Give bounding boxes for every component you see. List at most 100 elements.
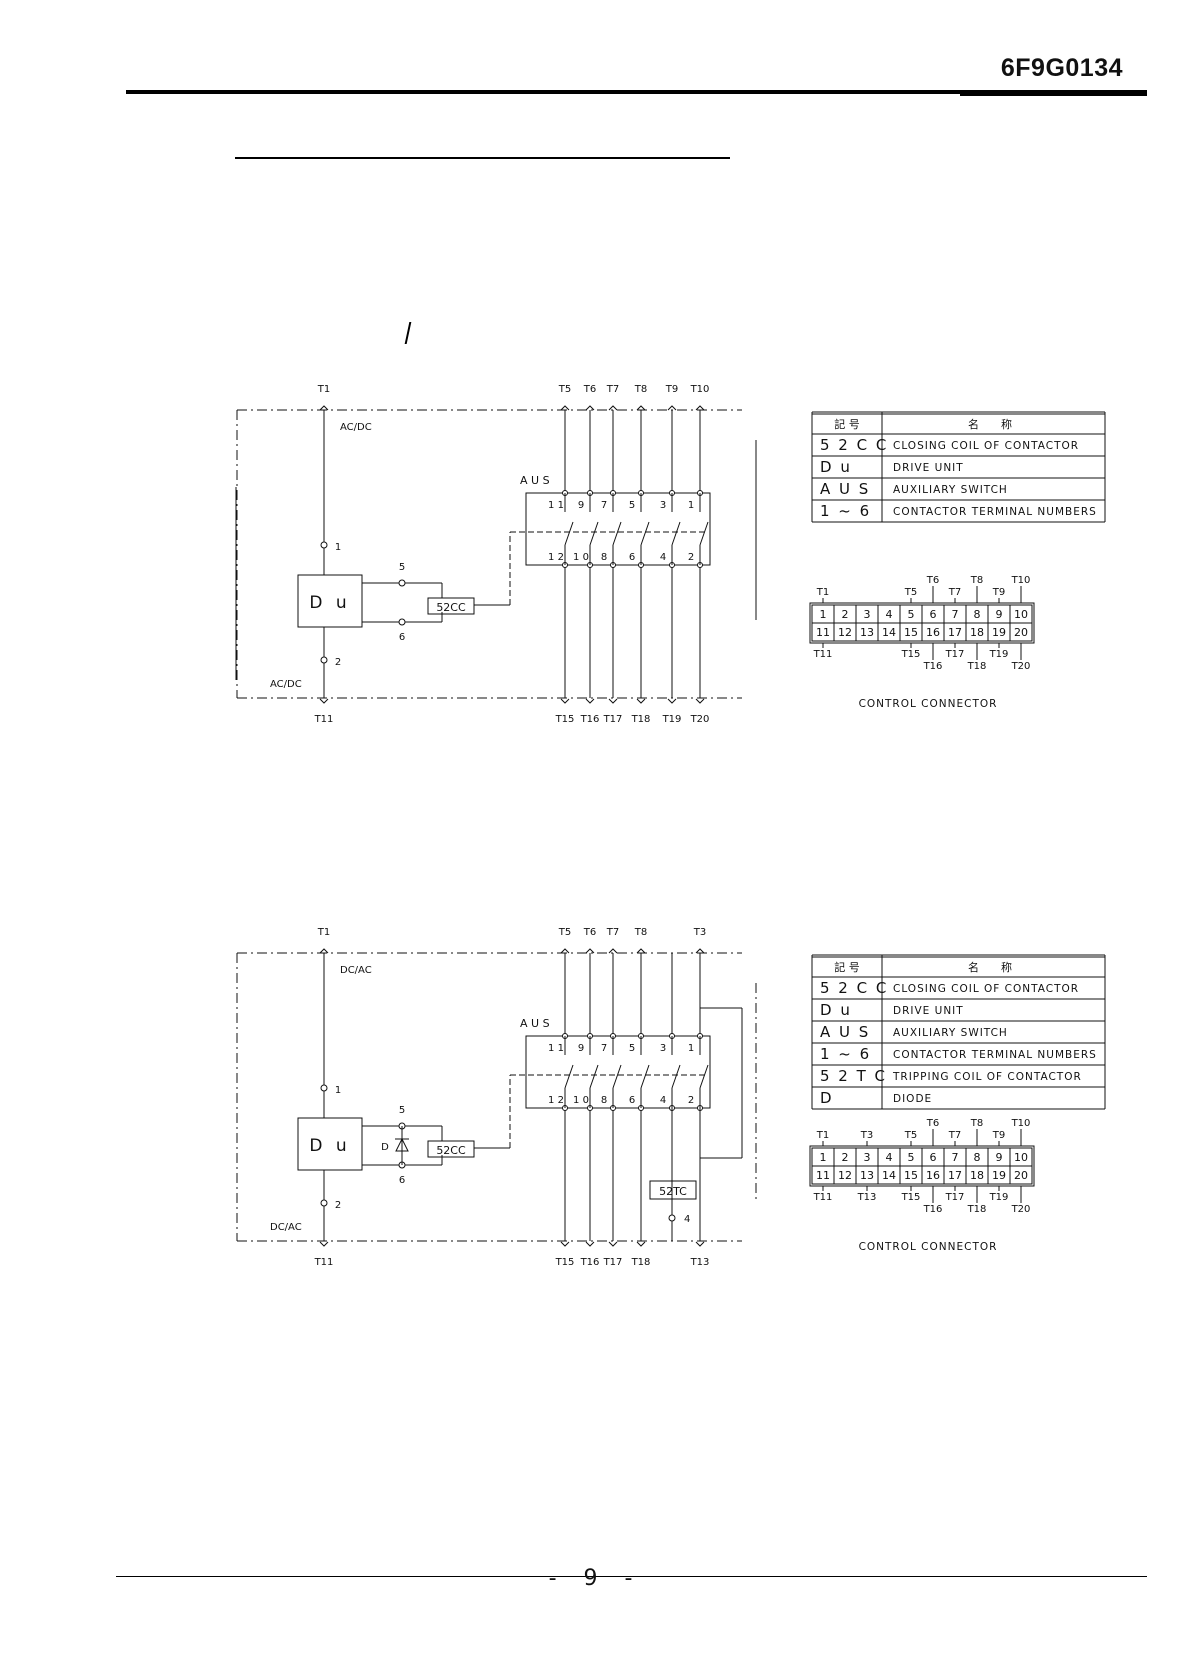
connector-terminal-label: T17 (945, 649, 965, 660)
node-label: 6 (399, 632, 405, 643)
legend-description: AUXILIARY SWITCH (893, 1027, 1008, 1039)
connector-outline (809, 602, 1035, 644)
connector-pin-number: 6 (930, 1151, 937, 1164)
legend-symbol: 1 ~ 6 (820, 1045, 871, 1063)
connector-pin-number: 15 (904, 1169, 918, 1182)
drive-unit-box (297, 1117, 363, 1171)
aux-switch-label: A U S (520, 474, 550, 487)
connector-terminal-label: T8 (970, 1118, 983, 1129)
contact-blade (589, 521, 599, 546)
connector-title: CONTROL CONNECTOR (859, 1241, 998, 1253)
top-terminal-label: T1 (317, 384, 330, 395)
terminal-node (320, 541, 328, 549)
closing-coil-label: 52CC (436, 601, 466, 614)
node-label: 5 (399, 562, 405, 573)
legend-header: 記 号 (834, 960, 860, 974)
trip-coil-box (649, 1180, 697, 1200)
top-terminal-label: T9 (665, 384, 678, 395)
contact-number: 4 (660, 552, 666, 563)
legend-description: DRIVE UNIT (893, 1005, 964, 1017)
connector-pin-number: 4 (886, 1151, 893, 1164)
contact-blade (640, 521, 650, 546)
terminal-arrow (695, 405, 705, 411)
contact-number: 4 (660, 1095, 666, 1106)
connector-terminal-label: T7 (948, 587, 961, 598)
connector-terminal-label: T13 (857, 1192, 877, 1203)
connector-terminal-label: T17 (945, 1192, 965, 1203)
top-terminal-label: T8 (634, 384, 647, 395)
contact-number: 5 (629, 1043, 635, 1054)
connector-pin-number: 19 (992, 1169, 1006, 1182)
top-terminal-label: T8 (634, 927, 647, 938)
legend-description: CONTACTOR TERMINAL NUMBERS (893, 1049, 1097, 1061)
connector-pin-number: 12 (838, 626, 852, 639)
legend-description: TRIPPING COIL OF CONTACTOR (892, 1071, 1082, 1083)
connector-pin-number: 16 (926, 626, 940, 639)
aux-switch-box (525, 492, 711, 566)
connector-pin (1009, 622, 1033, 642)
connector-pin-number: 3 (864, 608, 871, 621)
connector-pin-number: 20 (1014, 1169, 1028, 1182)
connector-terminal-label: T18 (967, 661, 987, 672)
contact-number: 9 (578, 1043, 584, 1054)
drive-unit-label: D u (309, 1136, 350, 1156)
top-terminal-label: T1 (317, 927, 330, 938)
connector-pin-number: 10 (1014, 608, 1028, 621)
contact-number: 7 (601, 1043, 607, 1054)
node-label: 6 (399, 1175, 405, 1186)
connector-pin-number: 3 (864, 1151, 871, 1164)
diode-label: D (381, 1142, 389, 1153)
connector-pin-number: 9 (996, 1151, 1003, 1164)
connector-pin-number: 15 (904, 626, 918, 639)
contact-blade (564, 521, 574, 546)
trip-coil-label: 52TC (659, 1185, 687, 1198)
contact-number: 8 (601, 1095, 607, 1106)
connector-terminal-label: T15 (901, 1192, 921, 1203)
connector-terminal-label: T1 (816, 1130, 829, 1141)
legend-symbol: D u (820, 458, 852, 476)
terminal-arrow (667, 405, 677, 411)
connector-pin-number: 16 (926, 1169, 940, 1182)
connector-pin-number: 5 (908, 1151, 915, 1164)
legend-symbol: D u (820, 1001, 852, 1019)
bottom-terminal-label: T17 (603, 1257, 623, 1268)
connector-terminal-label: T6 (926, 1118, 939, 1129)
connector-pin-number: 13 (860, 626, 874, 639)
connector-terminal-label: T10 (1011, 1118, 1031, 1129)
terminal-arrow (560, 948, 570, 954)
terminal-arrow (585, 948, 595, 954)
legend-symbol: 1 ~ 6 (820, 502, 871, 520)
contact-number: 1 (688, 1043, 694, 1054)
terminal-arrow (319, 405, 329, 411)
bottom-terminal-label: T17 (603, 714, 623, 725)
footer-rule (116, 1576, 1147, 1577)
connector-terminal-label: T9 (992, 1130, 1005, 1141)
connector-terminal-label: T18 (967, 1204, 987, 1215)
contact-number: 9 (578, 500, 584, 511)
connector-pin-number: 20 (1014, 626, 1028, 639)
connector-terminal-label: T8 (970, 575, 983, 586)
node-label: 4 (684, 1214, 690, 1225)
legend-symbol: 5 2 T C (820, 1067, 887, 1085)
terminal-arrow (585, 1241, 595, 1247)
connector-pin-number: 10 (1014, 1151, 1028, 1164)
connector-pin-number: 17 (948, 1169, 962, 1182)
terminal-node (320, 1084, 328, 1092)
terminal-arrow (608, 948, 618, 954)
contact-number: 3 (660, 1043, 666, 1054)
terminal-node (668, 1214, 676, 1222)
legend-header: 名 称 (968, 417, 1012, 431)
contact-number: 1 (688, 500, 694, 511)
node-label: 5 (399, 1105, 405, 1116)
terminal-arrow (636, 1241, 646, 1247)
node-label: 1 (335, 542, 341, 553)
contact-blade (564, 1064, 574, 1089)
connector-pin-number: 7 (952, 608, 959, 621)
connector-terminal-label: T3 (860, 1130, 873, 1141)
contact-blade (699, 521, 709, 546)
terminal-node (398, 579, 406, 587)
connector-pin-number: 12 (838, 1169, 852, 1182)
contact-number: 1 0 (573, 1095, 589, 1106)
connector-terminal-label: T20 (1011, 661, 1031, 672)
